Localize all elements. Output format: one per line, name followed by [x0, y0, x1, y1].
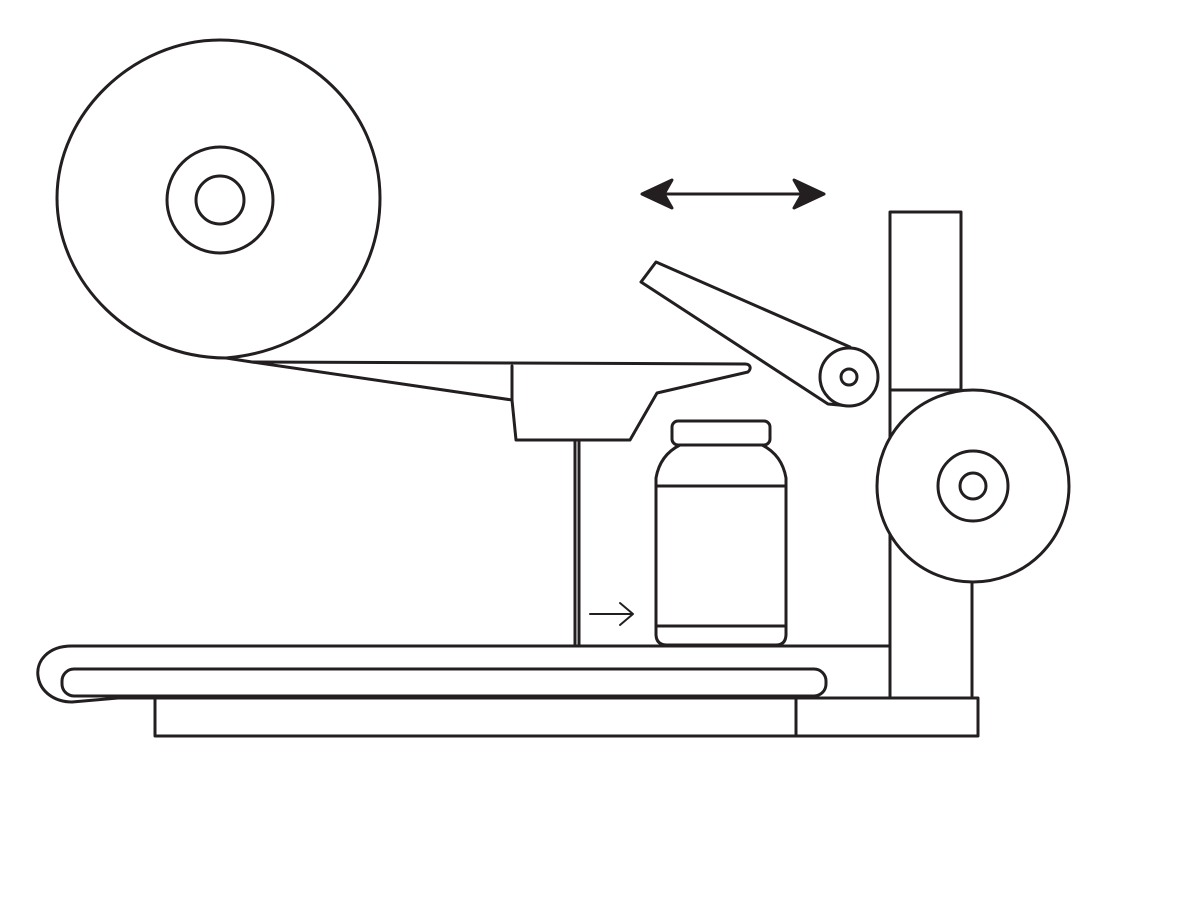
conveyor-belt-inner: [60, 667, 828, 698]
label-web-upper: [224, 356, 747, 366]
label-supply-roll: [55, 38, 382, 360]
jar-body: [654, 443, 788, 647]
applicator-arm-body: [639, 260, 852, 408]
label-web-lower: [250, 360, 514, 402]
peel-plate: [510, 362, 752, 442]
applicator-arm: [639, 260, 880, 408]
rewind-roll-core-ring: [936, 449, 1010, 523]
rewind-roll-outer: [875, 388, 1071, 584]
applicator-roller-axle: [839, 367, 859, 387]
conveyor-base: [153, 696, 798, 738]
right-arrow-icon: [589, 602, 634, 626]
column-upper: [888, 210, 963, 392]
supply-roll-hub: [194, 174, 246, 226]
column-base-plate: [794, 696, 980, 738]
dispenser-stand: [573, 438, 581, 647]
rewind-roll-hub: [958, 471, 988, 501]
supply-roll-core-ring: [165, 145, 275, 255]
product-jar: [654, 419, 788, 647]
label-web: [224, 356, 747, 402]
conveyor: [36, 644, 980, 738]
double-arrow-right-head: [792, 178, 826, 210]
conveyor-belt-outer: [36, 644, 892, 704]
supply-roll-outer: [55, 38, 382, 360]
double-headed-arrow-icon: [640, 178, 826, 210]
right-arrow-head: [619, 602, 634, 626]
applicator-roller: [818, 346, 880, 408]
double-arrow-left-head: [640, 178, 674, 210]
rewind-roll: [875, 388, 1071, 584]
jar-lid: [670, 419, 772, 447]
